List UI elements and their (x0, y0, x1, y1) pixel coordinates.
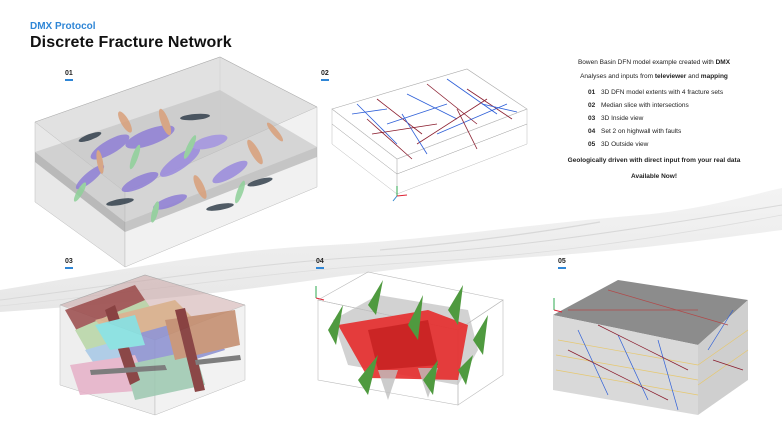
axis-gizmo-icon (392, 186, 408, 202)
outside-view (553, 280, 749, 415)
panel-number-05: 05 (558, 258, 566, 269)
panel-number-03: 03 (65, 258, 73, 269)
axis-gizmo-icon (553, 298, 563, 313)
info-panel: Bowen Basin DFN model example created wi… (553, 58, 755, 184)
info-line-1: Bowen Basin DFN model example created wi… (577, 59, 731, 66)
dfn-extents-view (34, 56, 318, 268)
axis-gizmo-icon (315, 286, 325, 301)
page-title: Discrete Fracture Network (30, 34, 232, 51)
panel-number-01: 01 (65, 70, 73, 81)
brand-label: DMX Protocol (30, 21, 96, 32)
panel-number-02: 02 (321, 70, 329, 81)
availability-label: Available Now! (631, 173, 677, 180)
info-line-2: Analyses and inputs from televiewer and … (580, 73, 728, 80)
inside-view (59, 274, 246, 416)
highwall-faults-view (315, 271, 504, 406)
median-slice-view (331, 68, 528, 202)
panel-number-04: 04 (316, 258, 324, 269)
tagline: Geologically driven with direct input fr… (567, 157, 741, 164)
